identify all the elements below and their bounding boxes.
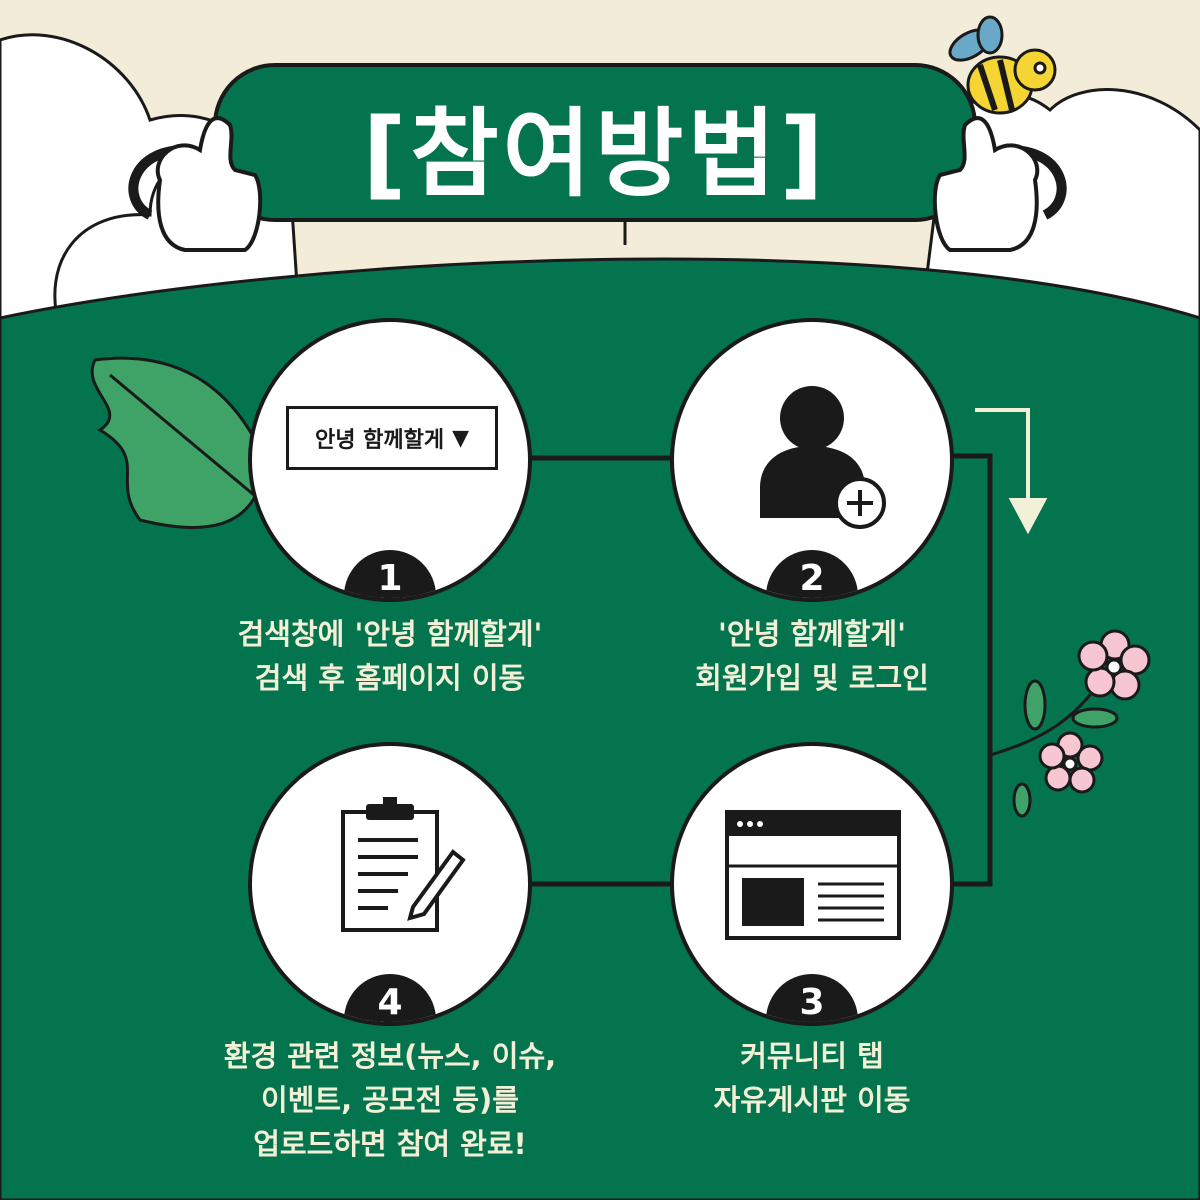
caption-line: 자유게시판 이동 [713, 1083, 911, 1117]
caption-line: 검색창에 '안녕 함께할게' [237, 617, 543, 651]
browser-window-icon [725, 810, 901, 940]
dropdown-arrow-icon: ▼ [452, 425, 470, 451]
page-title: [참여방법] [362, 97, 828, 210]
caption-line: 환경 관련 정보(뉴스, 이슈, [223, 1039, 557, 1073]
step-4-caption: 환경 관련 정보(뉴스, 이슈, 이벤트, 공모전 등)를 업로드하면 참여 완… [170, 1034, 610, 1166]
step-1-caption: 검색창에 '안녕 함께할게' 검색 후 홈페이지 이동 [170, 612, 610, 700]
step-number: 1 [344, 550, 436, 598]
caption-line: 이벤트, 공모전 등)를 [261, 1083, 519, 1117]
flower-branch-icon [989, 629, 1151, 818]
connector-lines [530, 453, 993, 887]
clipboard-pencil-icon [341, 797, 466, 932]
step-3-circle: 3 [670, 742, 954, 1026]
step-4-circle: 4 [248, 742, 532, 1026]
step-1-circle: 안녕 함께할게 ▼ 1 [248, 318, 532, 602]
thumbs-up-right-icon [932, 116, 1067, 252]
add-user-icon [760, 386, 886, 529]
leaf-icon [90, 356, 267, 529]
step-2-caption: '안녕 함께할게' 회원가입 및 로그인 [592, 612, 1032, 700]
bee-icon [948, 15, 1057, 115]
caption-line: 업로드하면 참여 완료! [253, 1127, 527, 1161]
caption-line: 커뮤니티 탭 [740, 1039, 884, 1073]
search-text: 안녕 함께할게 [314, 428, 445, 453]
step-2-circle: 2 [670, 318, 954, 602]
caption-line: 회원가입 및 로그인 [695, 661, 929, 695]
thumbs-up-left-icon [128, 116, 263, 252]
step-3-caption: 커뮤니티 탭 자유게시판 이동 [592, 1034, 1032, 1122]
caption-line: '안녕 함께할게' [718, 617, 906, 651]
down-arrow-icon [975, 408, 1048, 535]
search-box: 안녕 함께할게 ▼ [286, 406, 498, 470]
caption-line: 검색 후 홈페이지 이동 [254, 661, 526, 695]
